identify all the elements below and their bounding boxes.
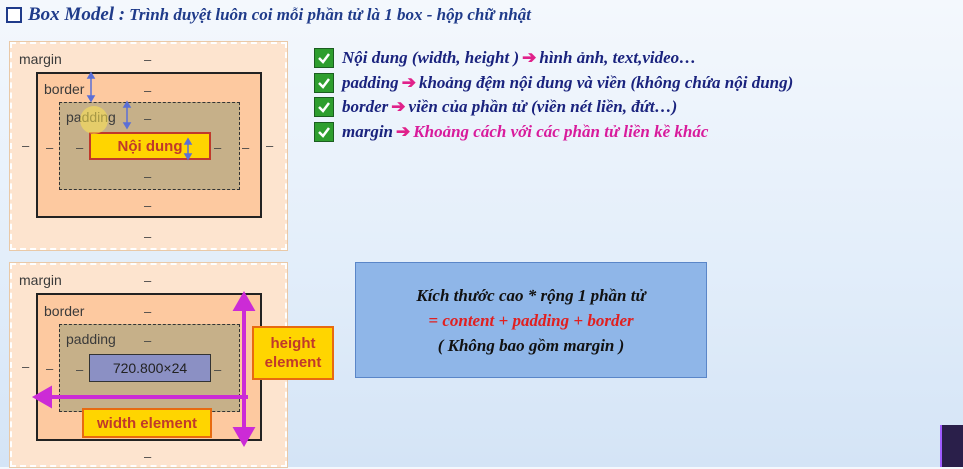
arrow-right-icon: ➔ <box>522 48 537 67</box>
dash: – <box>76 362 84 377</box>
check-icon <box>314 122 334 142</box>
cursor-highlight <box>80 106 108 134</box>
page-title: Box Model : Trình duyệt luôn coi mỗi phầ… <box>6 2 531 28</box>
checkbox-square-icon <box>6 7 22 23</box>
check-icon <box>314 48 334 68</box>
size-formula-box: Kích thước cao * rộng 1 phần tử = conten… <box>355 262 707 378</box>
margin-label: margin <box>19 51 62 67</box>
padding-box: padding – – – – Nội dung <box>59 102 240 190</box>
border-label: border <box>44 81 85 97</box>
checklist-term: padding <box>342 73 399 92</box>
dash: – <box>144 273 152 288</box>
dash: – <box>22 138 30 153</box>
checklist-desc: viền của phần tử (viền nét liền, đứt…) <box>408 97 678 116</box>
dash: – <box>144 83 152 98</box>
checklist-desc: Khoảng cách với các phần tử liền kề khác <box>413 122 709 141</box>
content-size-label: 720.800×24 <box>112 360 188 376</box>
dash: – <box>144 304 152 319</box>
checklist-item: border ➔ viền của phần tử (viền nét liền… <box>314 95 677 119</box>
presenter-thumbnail <box>940 425 963 467</box>
width-element-tag: width element <box>82 408 212 438</box>
title-text: Trình duyệt luôn coi mỗi phần tử là 1 bo… <box>129 5 531 24</box>
content-label: Nội dung <box>117 137 183 155</box>
dash: – <box>214 362 222 377</box>
dash: – <box>144 111 152 126</box>
checklist-item: padding ➔ khoảng đệm nội dung và viền (k… <box>314 71 793 95</box>
arrow-right-icon: ➔ <box>396 122 411 141</box>
dash: – <box>144 449 152 464</box>
checklist-item: margin ➔ Khoảng cách với các phần tử liề… <box>314 120 708 144</box>
dash: – <box>76 140 84 155</box>
formula-line-1: Kích thước cao * rộng 1 phần tử <box>416 285 646 305</box>
dash: – <box>46 361 54 376</box>
padding-label: padding <box>66 331 116 347</box>
border-label: border <box>44 303 85 319</box>
box-model-diagram-top: margin – – – – border – – – – padding – … <box>9 41 288 251</box>
title-bold: Box Model : <box>28 4 126 25</box>
dash: – <box>144 198 152 213</box>
formula-line-3: ( Không bao gồm margin ) <box>437 335 625 355</box>
arrow-right-icon: ➔ <box>391 97 406 116</box>
dimension-arrows-icon <box>86 71 193 161</box>
height-element-label: height element <box>264 335 322 371</box>
dash: – <box>144 52 152 67</box>
checklist-desc: hình ảnh, text,video… <box>539 48 697 67</box>
formula-line-2: = content + padding + border <box>428 310 634 330</box>
check-icon <box>314 97 334 117</box>
dash: – <box>214 140 222 155</box>
checklist-term: border <box>342 97 389 116</box>
checklist-term: margin <box>342 122 394 141</box>
width-element-label: width element <box>96 414 197 432</box>
width-height-arrows-icon <box>31 290 256 448</box>
checklist-term: Nội dung (width, height ) <box>342 48 520 67</box>
checklist-desc: khoảng đệm nội dung và viền (không chứa … <box>418 73 794 92</box>
check-icon <box>314 73 334 93</box>
border-box: border – – padding – – – 720.800×24 <box>36 293 262 441</box>
content-box: 720.800×24 <box>89 354 211 382</box>
height-element-tag: height element <box>252 326 334 380</box>
dash: – <box>46 140 54 155</box>
dash: – <box>266 138 274 153</box>
arrow-right-icon: ➔ <box>401 73 416 92</box>
dash: – <box>144 169 152 184</box>
dash: – <box>144 333 152 348</box>
margin-label: margin <box>19 272 62 288</box>
dash: – <box>242 140 250 155</box>
dash: – <box>22 359 30 374</box>
checklist-item: Nội dung (width, height ) ➔ hình ảnh, te… <box>314 46 696 70</box>
border-box: border – – – – padding – – – – Nội dung <box>36 72 262 218</box>
dash: – <box>144 229 152 244</box>
